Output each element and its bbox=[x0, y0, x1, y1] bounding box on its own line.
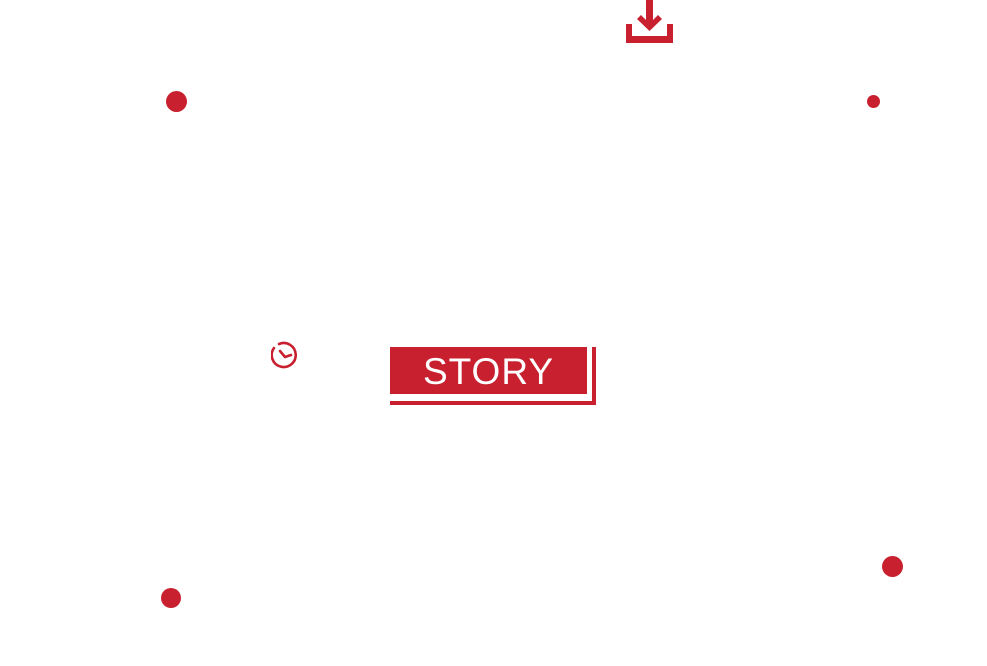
story-badge-fill: STORY bbox=[390, 347, 587, 394]
story-label: STORY bbox=[422, 351, 555, 392]
dot-icon bbox=[882, 556, 903, 577]
history-icon[interactable] bbox=[270, 341, 299, 369]
dot-icon bbox=[166, 91, 187, 112]
story-badge[interactable]: STORY bbox=[390, 347, 600, 407]
story-badge-frame bbox=[390, 347, 596, 405]
dot-icon bbox=[161, 588, 181, 608]
download-icon[interactable] bbox=[626, 0, 673, 43]
dot-icon bbox=[867, 95, 880, 108]
